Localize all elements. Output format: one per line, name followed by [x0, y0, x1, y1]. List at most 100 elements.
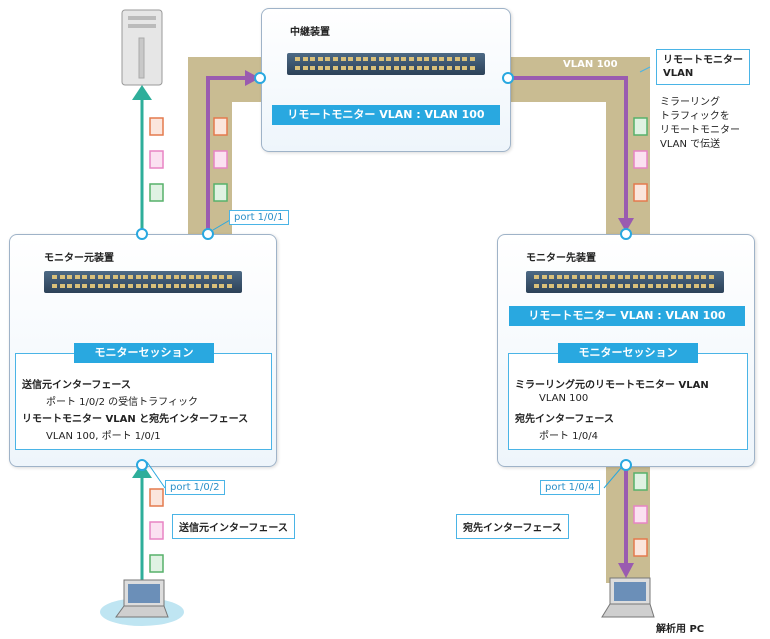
switch-port [82, 275, 88, 279]
switch-port [340, 66, 346, 70]
analysis-laptop-icon [601, 577, 655, 618]
switch-port [678, 284, 684, 288]
source-monitor-session: モニターセッション 送信元インターフェース ポート 1/0/2 の受信トラフィッ… [15, 343, 272, 450]
switch-port [204, 284, 209, 288]
switch-port [74, 284, 80, 288]
switch-port [393, 66, 399, 70]
switch-port [226, 284, 232, 288]
source-laptop-icon [100, 579, 184, 626]
switch-port [447, 57, 452, 61]
switch-port [143, 275, 149, 279]
switch-port [302, 66, 308, 70]
switch-port [424, 66, 430, 70]
port-101-label: port 1/0/1 [229, 210, 289, 225]
switch-port [158, 284, 164, 288]
switch-port [363, 57, 369, 61]
switch-port [648, 275, 653, 279]
switch-port [447, 66, 452, 70]
switch-port [708, 275, 714, 279]
switch-port [670, 284, 676, 288]
switch-port [701, 275, 707, 279]
switch-port [640, 284, 646, 288]
switch-icon [287, 53, 485, 75]
switch-port [454, 57, 460, 61]
switch-port [409, 66, 414, 70]
switch-port [401, 66, 407, 70]
switch-port [196, 275, 202, 279]
switch-port [610, 275, 615, 279]
switch-port [355, 66, 361, 70]
switch-port [90, 284, 95, 288]
dest-device: モニター先装置 リモートモニター VLAN : VLAN 100 モニターセッシ… [497, 234, 755, 467]
switch-port [74, 275, 80, 279]
switch-port [143, 284, 149, 288]
vlan100-label: VLAN 100 [563, 59, 618, 70]
switch-port [355, 57, 361, 61]
switch-port [325, 66, 331, 70]
switch-port [393, 57, 399, 61]
switch-port [610, 284, 615, 288]
switch-port [587, 284, 593, 288]
relay-device-title: 中継装置 [290, 27, 330, 38]
dest-line-2: VLAN 100 [539, 393, 589, 404]
switch-port [534, 275, 539, 279]
switch-port [693, 275, 699, 279]
switch-port [686, 284, 691, 288]
switch-port [325, 57, 331, 61]
switch-port [648, 284, 653, 288]
relay-remote-vlan-bar: リモートモニター VLAN : VLAN 100 [272, 105, 500, 125]
dest-interface-label: 宛先インターフェース [456, 514, 569, 539]
switch-port [204, 275, 209, 279]
switch-port [150, 284, 156, 288]
switch-port [469, 66, 475, 70]
switch-port [663, 284, 669, 288]
switch-port [67, 284, 73, 288]
switch-port [462, 57, 468, 61]
dest-line-3: 宛先インターフェース [515, 414, 614, 425]
switch-port [196, 284, 202, 288]
switch-port [90, 275, 95, 279]
remote-vlan-callout: リモートモニター VLAN [656, 49, 750, 85]
switch-port [655, 275, 661, 279]
switch-port [556, 284, 562, 288]
switch-port [120, 284, 126, 288]
switch-port [386, 57, 392, 61]
switch-port [333, 57, 338, 61]
switch-port [188, 275, 194, 279]
switch-port [572, 275, 577, 279]
switch-port [462, 66, 468, 70]
switch-port [135, 284, 141, 288]
source-interface-label: 送信元インターフェース [172, 514, 295, 539]
switch-port [317, 57, 323, 61]
switch-port [363, 66, 369, 70]
switch-port [226, 275, 232, 279]
switch-port [97, 284, 103, 288]
switch-port [120, 275, 126, 279]
source-session-title: モニターセッション [74, 343, 214, 363]
switch-port [534, 284, 539, 288]
switch-port [549, 275, 555, 279]
switch-port [556, 275, 562, 279]
switch-port [409, 57, 414, 61]
source-line-3: リモートモニター VLAN と宛先インターフェース [22, 414, 249, 425]
switch-port [348, 66, 354, 70]
switch-port [424, 57, 430, 61]
switch-port [386, 66, 392, 70]
source-line-4: VLAN 100, ポート 1/0/1 [46, 431, 161, 442]
switch-port [701, 284, 707, 288]
switch-port [670, 275, 676, 279]
port-102-label: port 1/0/2 [165, 480, 225, 495]
switch-port [640, 275, 646, 279]
source-line-2: ポート 1/0/2 の受信トラフィック [46, 397, 198, 408]
switch-port [59, 275, 65, 279]
switch-port [166, 275, 171, 279]
packets-source-uplink [213, 117, 228, 202]
switch-port [549, 284, 555, 288]
packets-analysis-side [633, 472, 648, 557]
switch-port [219, 275, 225, 279]
switch-port [401, 57, 407, 61]
switch-port [564, 284, 570, 288]
switch-port [632, 284, 638, 288]
switch-port [333, 66, 338, 70]
packets-server-side [149, 117, 164, 202]
